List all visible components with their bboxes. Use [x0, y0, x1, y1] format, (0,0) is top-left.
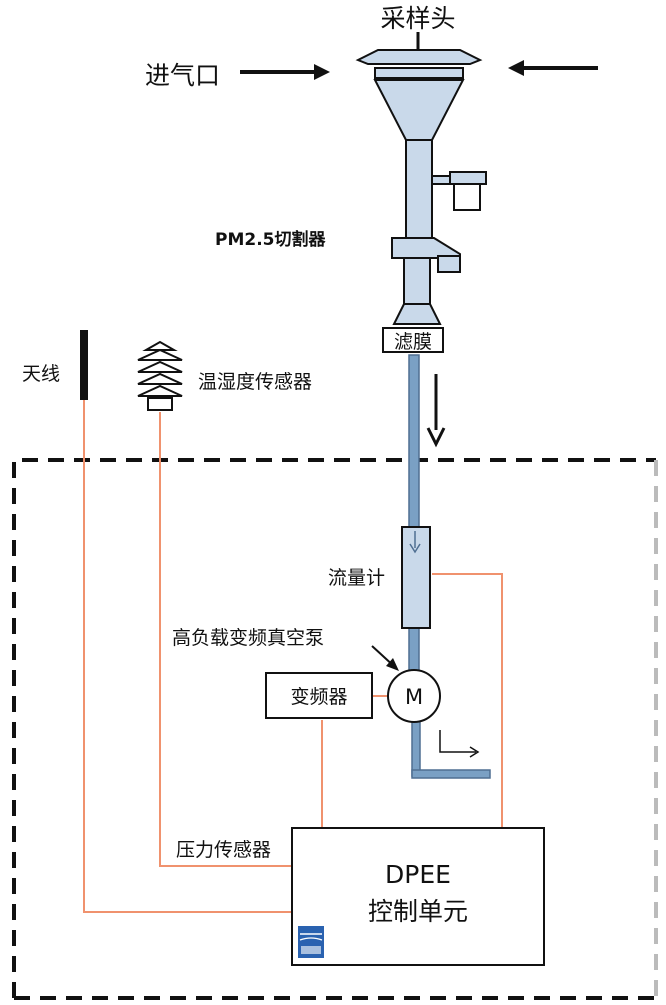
antenna-label: 天线	[22, 363, 60, 385]
side-bottle-top	[449, 171, 487, 185]
pump-pointer-arrow	[371, 645, 399, 671]
temp-humidity-sensor-icon	[137, 340, 183, 411]
pipe-lower	[411, 719, 421, 777]
inverter-label: 变频器	[290, 686, 347, 708]
inlet-arrow-left	[240, 64, 330, 80]
filter-box	[382, 327, 444, 353]
signal-wires	[83, 400, 503, 913]
head-cap	[355, 49, 483, 65]
pipe-middle	[408, 627, 420, 673]
head-tube	[405, 139, 433, 239]
cutter-side-block	[437, 255, 461, 273]
side-arm	[431, 175, 451, 185]
enclosure-boundary	[12, 458, 658, 1000]
inverter-box	[265, 672, 373, 719]
head-collar	[374, 67, 464, 79]
exhaust-pipe	[411, 769, 491, 779]
control-unit-subtitle: 控制单元	[368, 897, 468, 926]
air-pipe	[408, 354, 491, 779]
antenna-wire	[83, 400, 292, 913]
flowmeter-wire	[432, 573, 503, 828]
cutter-stem	[403, 257, 431, 305]
sensor-wire	[159, 412, 292, 867]
flowmeter-indicator-arrow	[409, 531, 421, 554]
sampling-head-label: 采样头	[380, 4, 455, 33]
flow-down-arrow	[426, 374, 446, 448]
control-unit-title: DPEE	[385, 860, 451, 889]
exhaust-arrow	[439, 730, 480, 758]
pump-label: 高负载变频真空泵	[172, 627, 324, 649]
pm25-cutter-label: PM2.5切割器	[215, 229, 326, 250]
filter-label: 滤膜	[394, 331, 432, 353]
side-bottle	[453, 183, 481, 211]
inlet-label: 进气口	[145, 61, 220, 90]
enclosure-dash-dark	[12, 458, 656, 998]
antenna	[80, 330, 88, 400]
motor-label: M	[405, 685, 423, 709]
motor	[387, 669, 441, 723]
sampling-head	[355, 32, 487, 325]
control-unit-logo-icon	[298, 926, 324, 958]
control-unit-box	[291, 827, 545, 966]
flowmeter	[401, 526, 431, 629]
pressure-sensor-label: 压力传感器	[176, 839, 271, 861]
flowmeter-label: 流量计	[328, 567, 385, 589]
head-funnel	[373, 79, 465, 141]
temp-humidity-sensor-label: 温湿度传感器	[198, 371, 312, 393]
inlet-arrow-right	[508, 60, 598, 76]
filter-cone	[392, 303, 442, 325]
pipe-upper	[408, 354, 420, 528]
